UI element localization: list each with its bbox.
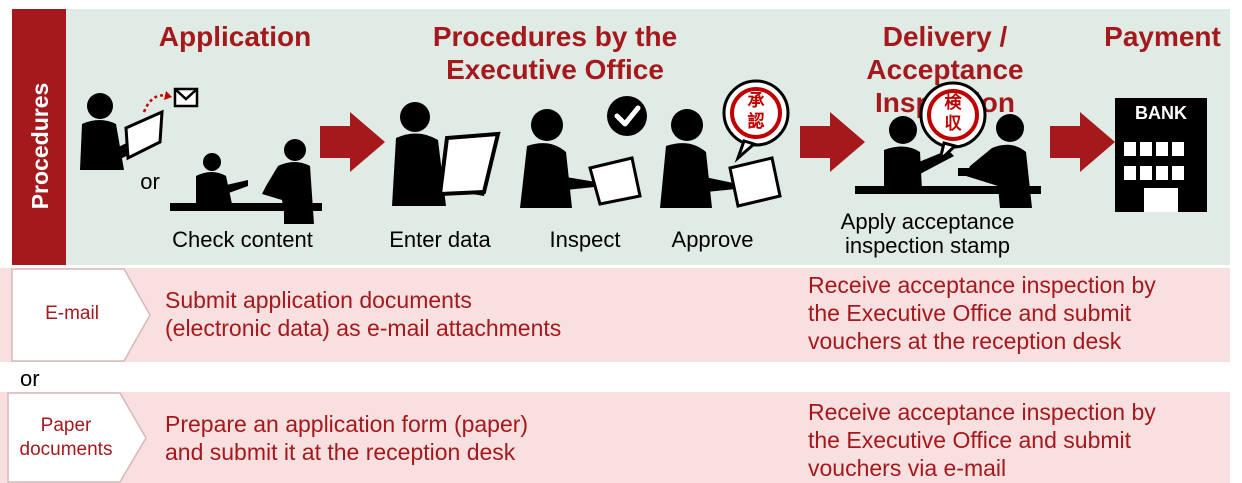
email-delivery-line2: the Executive Office and submit — [808, 300, 1132, 326]
stage-payment: Payment — [1104, 21, 1221, 52]
approval-stamp-char-2: 認 — [747, 112, 765, 131]
procedures-side-tab: Procedures — [12, 9, 66, 265]
caption-stamp: Apply acceptance inspection stamp — [810, 210, 1045, 258]
bank-label: BANK — [1135, 103, 1187, 123]
paper-application-line1: Prepare an application form (paper) — [165, 411, 529, 437]
inspection-stamp-char-1: 検 — [944, 93, 962, 112]
email-delivery-line3: vouchers at the reception desk — [808, 328, 1122, 354]
email-application-text: Submit application documents (electronic… — [165, 286, 765, 342]
paper-delivery-text: Receive acceptance inspection by the Exe… — [808, 398, 1228, 482]
email-row — [0, 268, 1230, 362]
stage-executive-line1: Procedures by the — [432, 21, 678, 52]
reception-counter-icon — [170, 139, 322, 224]
email-application-line1: Submit application documents — [165, 287, 472, 313]
paper-row — [0, 392, 1230, 483]
procedures-illustrations — [80, 79, 1207, 224]
inspection-stamp-char-2: 収 — [944, 114, 962, 133]
person-inspecting-icon — [520, 109, 642, 208]
stage-delivery-line1: Delivery / — [882, 21, 1008, 52]
caption-inspect: Inspect — [549, 227, 621, 252]
paper-delivery-line3: vouchers via e-mail — [808, 455, 1007, 481]
or-caption-top: or — [140, 169, 160, 194]
caption-approve: Approve — [671, 227, 754, 252]
flow-arrow-2-icon — [800, 112, 865, 172]
paper-tag-line2: documents — [19, 439, 113, 460]
email-application-line2: (electronic data) as e-mail attachments — [165, 315, 562, 341]
email-tag-shape — [11, 268, 151, 362]
approval-stamp-bubble-icon — [722, 79, 790, 163]
person-approving-icon — [660, 109, 782, 208]
inspection-stamp-bubble-icon — [919, 81, 987, 165]
flow-arrow-1-icon — [320, 112, 385, 172]
email-delivery-line1: Receive acceptance inspection by — [808, 272, 1156, 298]
caption-stamp-line2: inspection stamp — [844, 233, 1011, 258]
bank-building-icon — [1115, 98, 1207, 212]
approval-stamp-text: 承 認 — [736, 90, 776, 132]
paper-application-line2: and submit it at the reception desk — [165, 439, 516, 465]
paper-delivery-line2: the Executive Office and submit — [808, 427, 1132, 453]
paper-tag-line1: Paper — [40, 415, 92, 436]
send-arrow-icon — [142, 94, 169, 113]
paper-application-text: Prepare an application form (paper) and … — [165, 410, 765, 466]
caption-stamp-line1: Apply acceptance — [840, 209, 1015, 234]
caption-check-content: Check content — [172, 227, 313, 252]
check-badge-icon — [607, 96, 647, 136]
inspection-stamp-text: 検 収 — [933, 92, 973, 134]
person-laptop-icon — [80, 93, 164, 170]
caption-enter-data: Enter data — [389, 227, 491, 252]
stage-executive-line2: Executive Office — [446, 54, 664, 85]
stage-executive-office: Procedures by the Executive Office — [405, 20, 705, 86]
approval-stamp-char-1: 承 — [747, 91, 765, 110]
procedures-panel — [66, 9, 1230, 265]
paper-tag-shape — [7, 392, 147, 483]
or-separator: or — [20, 366, 40, 391]
paper-tag-label: Paper documents — [5, 414, 127, 462]
email-delivery-text: Receive acceptance inspection by the Exe… — [808, 271, 1228, 355]
email-tag-label: E-mail — [45, 303, 99, 324]
envelope-icon — [173, 87, 199, 108]
send-arrow-head-icon — [164, 91, 172, 100]
acceptance-inspection-counter-icon — [855, 114, 1041, 208]
stage-application: Application — [158, 21, 312, 52]
person-typing-icon — [392, 102, 501, 206]
flow-arrow-3-icon — [1050, 112, 1115, 172]
paper-delivery-line1: Receive acceptance inspection by — [808, 399, 1156, 425]
